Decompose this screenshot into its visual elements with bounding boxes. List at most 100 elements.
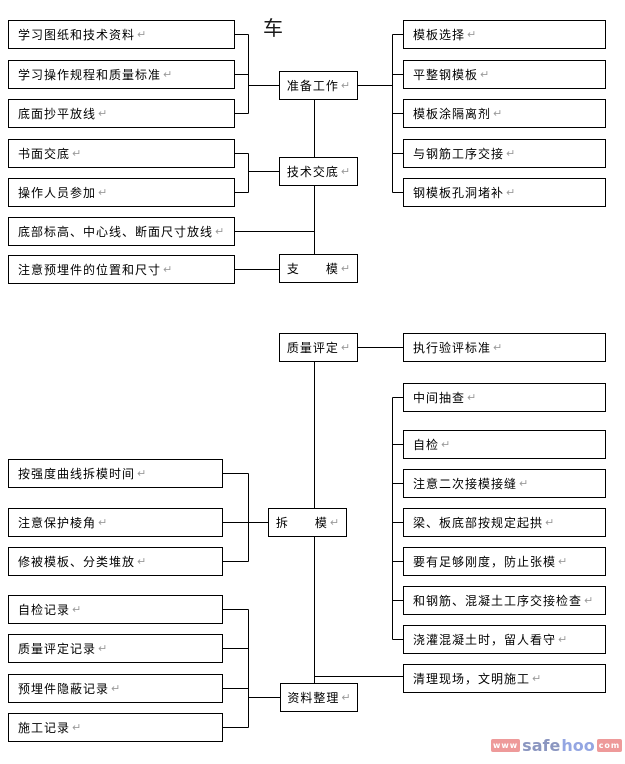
box-label: 钢模板孔洞堵补 <box>413 186 505 200</box>
stage-erect-formwork: 支 模↵ <box>279 254 358 283</box>
return-mark-icon: ↵ <box>137 467 147 480</box>
return-mark-icon: ↵ <box>341 691 351 704</box>
box-label: 修被模板、分类堆放 <box>18 555 136 569</box>
connector-stage-trunk-bottom <box>314 537 403 683</box>
box-camber: 梁、板底部按规定起拱↵ <box>403 508 606 537</box>
box-self-check: 自检↵ <box>403 430 606 459</box>
box-repair-stack: 修被模板、分类堆放↵ <box>8 547 223 576</box>
box-acceptance-standard: 执行验评标准↵ <box>403 333 606 362</box>
return-mark-icon: ↵ <box>98 107 108 120</box>
return-mark-icon: ↵ <box>506 186 516 199</box>
box-label: 和钢筋、混凝土工序交接检查 <box>413 594 583 608</box>
box-concrete-watch: 浇灌混凝土时，留人看守↵ <box>403 625 606 654</box>
box-bottom-elevation-lines: 底部标高、中心线、断面尺寸放线↵ <box>8 217 235 246</box>
box-label: 梁、板底部按规定起拱 <box>413 516 544 530</box>
return-mark-icon: ↵ <box>340 165 351 178</box>
return-mark-icon: ↵ <box>137 28 147 41</box>
box-label: 书面交底 <box>18 147 71 161</box>
box-label: 施工记录 <box>18 721 71 735</box>
box-embedded-parts-position: 注意预埋件的位置和尺寸↵ <box>8 255 235 284</box>
box-label: 底部标高、中心线、断面尺寸放线 <box>18 225 214 239</box>
box-process-handover-check: 和钢筋、混凝土工序交接检查↵ <box>403 586 606 615</box>
return-mark-icon: ↵ <box>584 594 594 607</box>
box-label: 注意预埋件的位置和尺寸 <box>18 263 162 277</box>
return-mark-icon: ↵ <box>72 721 82 734</box>
stage-quality-assessment: 质量评定↵ <box>279 333 358 362</box>
return-mark-icon: ↵ <box>493 341 503 354</box>
box-study-drawings: 学习图纸和技术资料↵ <box>8 20 235 49</box>
return-mark-icon: ↵ <box>506 147 516 160</box>
box-interim-spot-check: 中间抽查↵ <box>403 383 606 412</box>
stage-label: 拆 模 <box>275 516 328 530</box>
box-study-procedures: 学习操作规程和质量标准↵ <box>8 60 235 89</box>
return-mark-icon: ↵ <box>532 672 542 685</box>
return-mark-icon: ↵ <box>215 225 225 238</box>
box-secondary-joints: 注意二次接模接缝↵ <box>403 469 606 498</box>
box-label: 质量评定记录 <box>18 642 97 656</box>
diagram-title: 车 <box>263 16 285 40</box>
box-quality-record: 质量评定记录↵ <box>8 634 223 663</box>
return-mark-icon: ↵ <box>467 391 477 404</box>
box-label: 注意保护棱角 <box>18 516 97 530</box>
return-mark-icon: ↵ <box>340 341 351 354</box>
box-label: 清理现场，文明施工 <box>413 672 531 686</box>
box-release-agent: 模板涂隔离剂↵ <box>403 99 606 128</box>
return-mark-icon: ↵ <box>98 516 108 529</box>
return-mark-icon: ↵ <box>111 682 121 695</box>
stage-tech-briefing: 技术交底↵ <box>279 157 358 186</box>
box-self-check-record: 自检记录↵ <box>8 595 223 624</box>
box-rigidity: 要有足够刚度，防止张模↵ <box>403 547 606 576</box>
connector-strike-inputs-bracket <box>223 473 268 562</box>
box-label: 中间抽查 <box>413 391 466 405</box>
box-rebar-handover: 与钢筋工序交接↵ <box>403 139 606 168</box>
box-label: 与钢筋工序交接 <box>413 147 505 161</box>
stage-label: 技术交底 <box>286 165 339 179</box>
stage-label: 准备工作 <box>286 79 339 93</box>
return-mark-icon: ↵ <box>72 603 82 616</box>
return-mark-icon: ↵ <box>493 107 503 120</box>
box-label: 自检记录 <box>18 603 71 617</box>
return-mark-icon: ↵ <box>340 79 351 92</box>
box-label: 要有足够刚度，防止张模 <box>413 555 557 569</box>
box-label: 模板涂隔离剂 <box>413 107 492 121</box>
box-written-briefing: 书面交底↵ <box>8 139 235 168</box>
connector-tech-briefing-bracket <box>235 153 279 193</box>
stage-strike-formwork: 拆 模↵ <box>268 508 347 537</box>
return-mark-icon: ↵ <box>467 28 477 41</box>
return-mark-icon: ↵ <box>558 633 568 646</box>
connector-erect-checks-bracket <box>392 397 403 640</box>
return-mark-icon: ↵ <box>72 147 82 160</box>
watermark-com-badge: com <box>596 738 623 752</box>
box-label: 底面抄平放线 <box>18 107 97 121</box>
watermark-safe-text: safe <box>522 735 561 755</box>
connector-prepare-steps-bracket <box>358 34 403 193</box>
stage-documentation: 资料整理↵ <box>280 683 358 712</box>
box-bottom-leveling: 底面抄平放线↵ <box>8 99 235 128</box>
connector-records-bracket <box>223 609 280 728</box>
return-mark-icon: ↵ <box>98 642 108 655</box>
box-label: 学习操作规程和质量标准 <box>18 68 162 82</box>
return-mark-icon: ↵ <box>98 186 108 199</box>
box-operators-participate: 操作人员参加↵ <box>8 178 235 207</box>
return-mark-icon: ↵ <box>545 516 555 529</box>
box-label: 注意二次接模接缝 <box>413 477 518 491</box>
stage-prepare: 准备工作↵ <box>279 71 358 100</box>
box-embedded-record: 预埋件隐蔽记录↵ <box>8 674 223 703</box>
return-mark-icon: ↵ <box>137 555 147 568</box>
return-mark-icon: ↵ <box>329 516 340 529</box>
box-protect-edges: 注意保护棱角↵ <box>8 508 223 537</box>
box-label: 学习图纸和技术资料 <box>18 28 136 42</box>
stage-label: 资料整理 <box>287 691 340 705</box>
stage-label: 质量评定 <box>286 341 339 355</box>
box-label: 执行验评标准 <box>413 341 492 355</box>
return-mark-icon: ↵ <box>480 68 490 81</box>
box-strike-time: 按强度曲线拆模时间↵ <box>8 459 223 488</box>
connector-prepare-inputs-bracket <box>235 34 279 114</box>
watermark-hoo-text: hoo <box>561 735 595 755</box>
return-mark-icon: ↵ <box>519 477 529 490</box>
box-label: 浇灌混凝土时，留人看守 <box>413 633 557 647</box>
return-mark-icon: ↵ <box>163 68 173 81</box>
box-label: 平整钢模板 <box>413 68 479 82</box>
box-level-steel-formwork: 平整钢模板↵ <box>403 60 606 89</box>
